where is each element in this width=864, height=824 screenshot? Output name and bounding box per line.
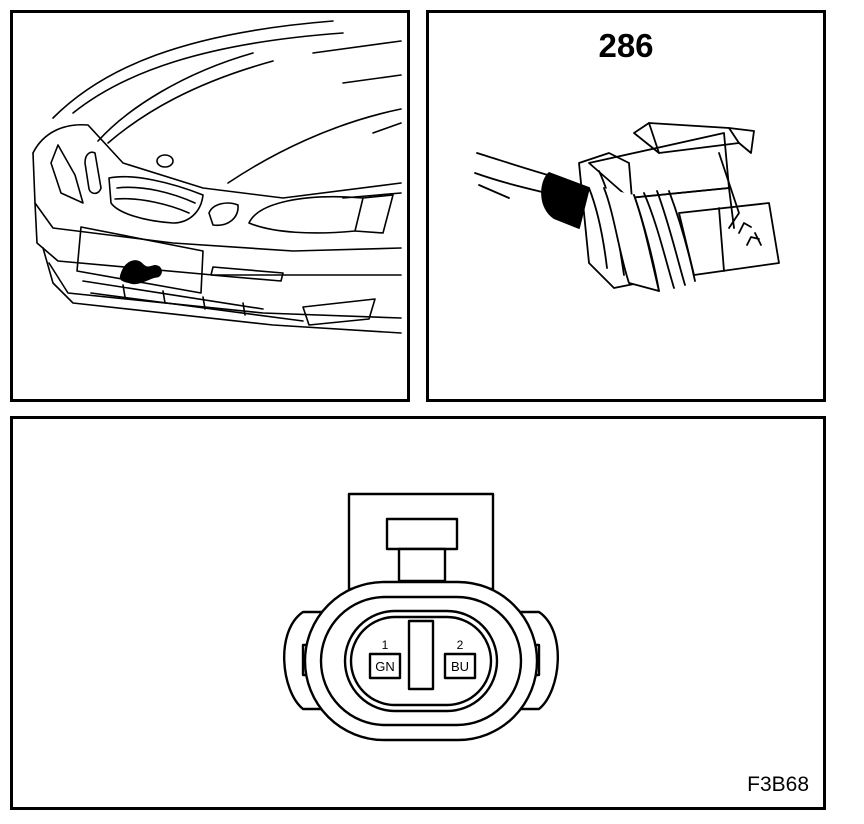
pin-2-number: 2 bbox=[457, 638, 464, 652]
connector-face-panel: 1 GN 2 BU F3B68 bbox=[10, 416, 826, 810]
connector-perspective-panel: 286 bbox=[426, 10, 826, 402]
connector-face-diagram: 1 GN 2 BU bbox=[283, 492, 559, 742]
pin-2-color: BU bbox=[451, 659, 469, 674]
pin-1-color: GN bbox=[375, 659, 395, 674]
pin-1-number: 1 bbox=[382, 638, 389, 652]
figure-code: F3B68 bbox=[747, 773, 809, 796]
car-front-illustration bbox=[32, 20, 402, 334]
connector-number: 286 bbox=[598, 27, 654, 64]
connector-illustration bbox=[474, 122, 780, 292]
car-front-panel bbox=[10, 10, 410, 402]
